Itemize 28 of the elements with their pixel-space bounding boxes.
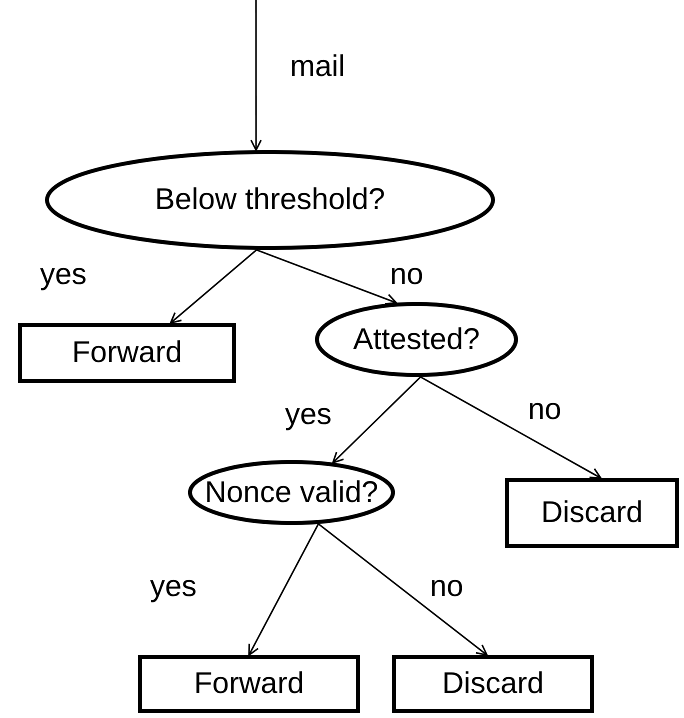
action-label: Forward (72, 336, 182, 370)
action-box (505, 478, 679, 548)
edge-label: no (528, 393, 562, 427)
arrow (256, 249, 397, 305)
arrow (420, 376, 602, 479)
arrow (248, 524, 320, 656)
action-label: Discard (442, 667, 544, 701)
decision-question: Attested? (353, 322, 480, 356)
action-box (392, 655, 594, 713)
arrow (250, 0, 262, 151)
edge-label: mail (290, 50, 346, 84)
decision-ellipse (315, 302, 518, 377)
arrow (318, 523, 488, 656)
decision-ellipse (188, 460, 395, 525)
edge-label: yes (40, 258, 87, 292)
edge-label: no (390, 258, 424, 292)
action-label: Discard (541, 496, 643, 530)
edge-label: no (430, 570, 464, 604)
arrow (332, 376, 422, 464)
edge-label: yes (285, 398, 332, 432)
decision-question: Nonce valid? (204, 476, 378, 510)
decision-ellipse (45, 150, 495, 250)
action-label: Forward (194, 667, 304, 701)
edge-label: yes (150, 570, 197, 604)
action-box (18, 323, 236, 383)
arrow (170, 249, 258, 324)
decision-question: Below threshold? (154, 183, 386, 217)
action-box (138, 655, 360, 713)
